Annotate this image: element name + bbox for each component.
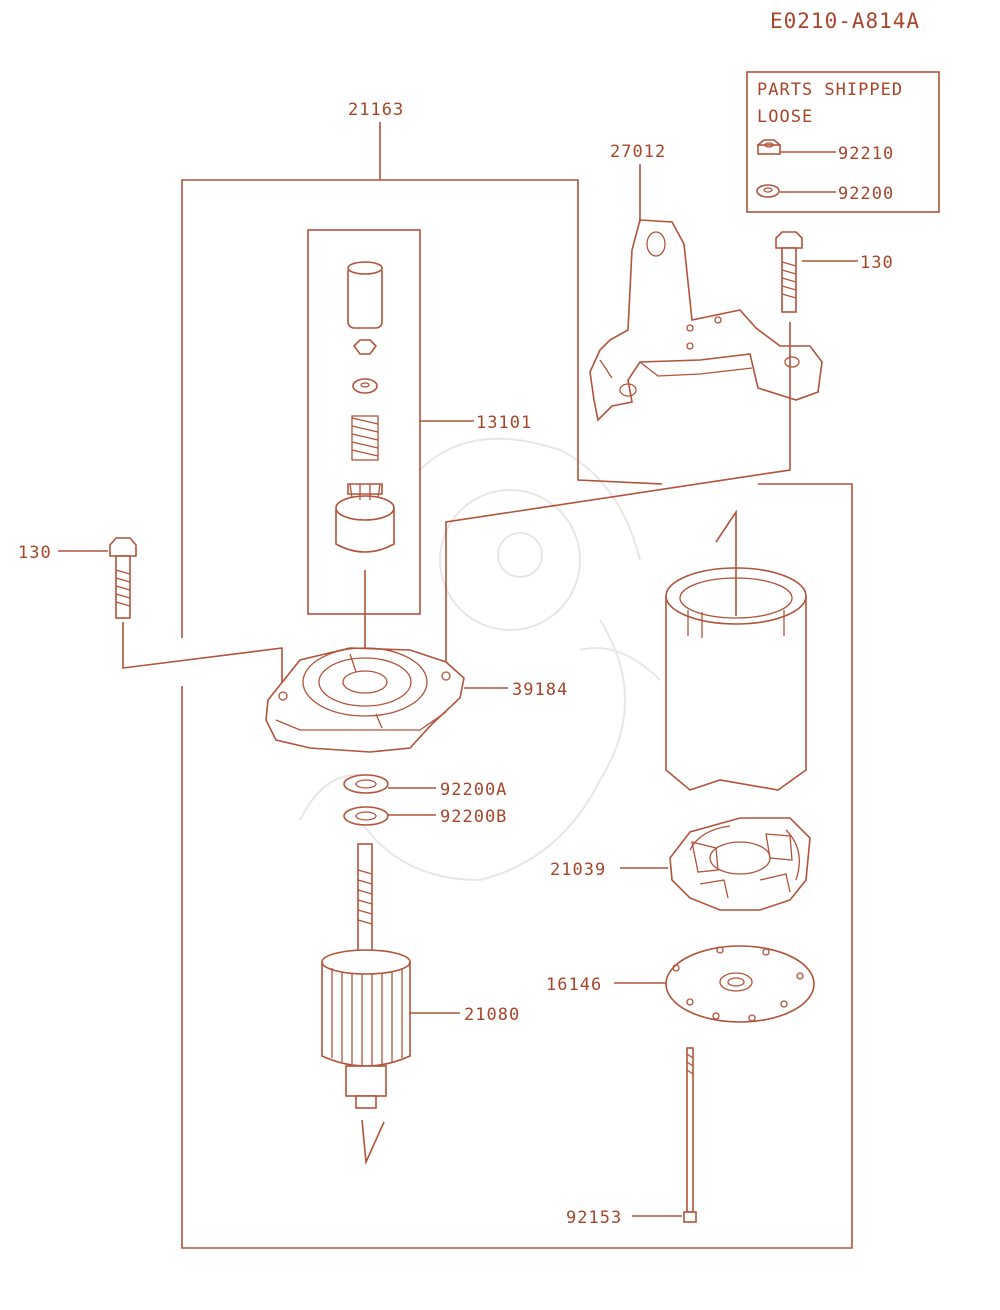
- assembly-frame: [181, 122, 853, 1249]
- loose-title-2: LOOSE: [757, 107, 813, 127]
- parts-shipped-loose-box: PARTS SHIPPED LOOSE 92210 92200: [746, 71, 940, 213]
- label-92200b: 92200B: [440, 807, 507, 827]
- loose-title-1: PARTS SHIPPED: [757, 80, 903, 100]
- pinion-kit-box: [307, 229, 421, 615]
- washer-92200a: [343, 774, 389, 794]
- label-39184: 39184: [512, 680, 568, 700]
- watermark: [299, 437, 661, 882]
- label-13101: 13101: [476, 413, 532, 433]
- label-130-right: 130: [860, 253, 894, 273]
- bolt-130-right: [775, 231, 803, 313]
- label-21080: 21080: [464, 1005, 520, 1025]
- label-130-left: 130: [18, 543, 52, 563]
- washer-92200b: [343, 806, 389, 826]
- brush-holder-21039: [669, 817, 811, 911]
- label-21039: 21039: [550, 860, 606, 880]
- bolt-130-left: [109, 537, 137, 619]
- label-92200a: 92200A: [440, 780, 507, 800]
- label-27012: 27012: [610, 142, 666, 162]
- through-bolt-92153: [683, 1047, 697, 1223]
- label-16146: 16146: [546, 975, 602, 995]
- bracket-27012: [589, 219, 823, 422]
- loose-item-92200: 92200: [838, 184, 894, 204]
- label-21163: 21163: [348, 100, 404, 120]
- end-cover-39184: [265, 647, 465, 753]
- label-92153: 92153: [566, 1208, 622, 1228]
- nut-icon: [756, 139, 782, 155]
- loose-item-92210: 92210: [838, 144, 894, 164]
- armature-21080: [321, 843, 411, 1109]
- washer-icon: [756, 184, 780, 198]
- end-plate-16146: [665, 945, 815, 1023]
- diagram-id: E0210-A814A: [770, 9, 920, 33]
